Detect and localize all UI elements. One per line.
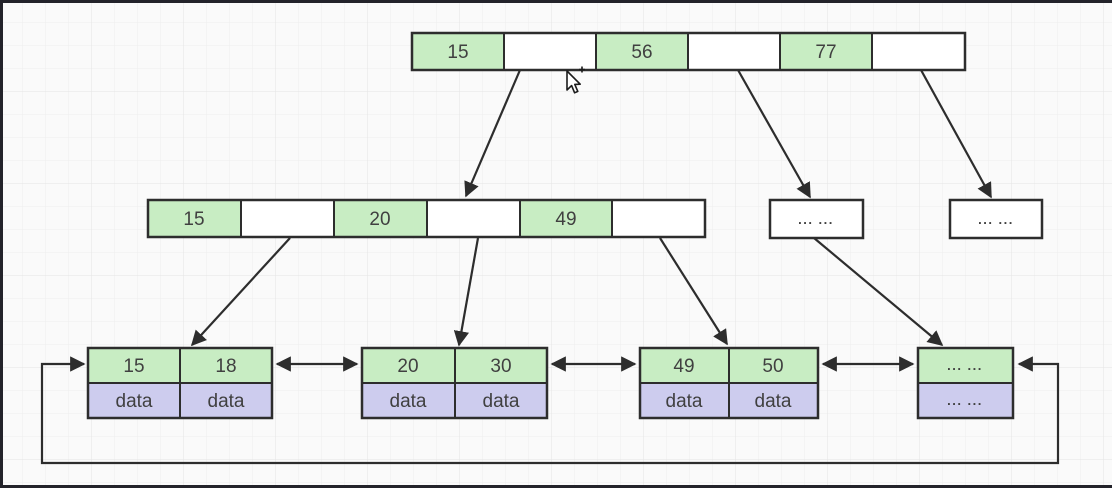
leaf-key-cell — [361, 347, 456, 384]
leaf-node-outline — [360, 346, 549, 420]
leaf-data-cell — [179, 382, 273, 419]
internal-key: 15 — [183, 209, 204, 230]
root-cell — [871, 32, 966, 71]
mouse-cursor-icon — [566, 66, 585, 94]
leaf-key: ... ... — [947, 358, 983, 373]
leaf-key: 30 — [490, 356, 511, 377]
more-node-box — [948, 198, 1044, 240]
leaf-key: 18 — [215, 356, 236, 377]
root-key: 56 — [631, 42, 652, 63]
leaf-data: data — [666, 391, 703, 412]
leaf-data: data — [390, 391, 427, 412]
leaf-key-cell — [87, 347, 181, 384]
leaf-key: 50 — [762, 356, 783, 377]
internal-cell — [426, 199, 521, 238]
internal-cell — [240, 199, 335, 238]
leaf-data: data — [483, 391, 520, 412]
root-cell — [687, 32, 781, 71]
leaf-circular-link[interactable] — [40, 356, 1060, 465]
root-cell — [503, 32, 597, 71]
more-node-label: ... ... — [978, 212, 1014, 227]
leaf-node-outline — [638, 346, 820, 420]
arrow-root-to-more-1[interactable] — [737, 69, 811, 199]
internal-key: 20 — [369, 209, 390, 230]
leaf-key: 49 — [673, 356, 694, 377]
arrow-more-to-leaf-4[interactable] — [813, 237, 944, 346]
internal-more-node-2[interactable]: ... ... — [948, 198, 1044, 240]
leaf-key-cell — [179, 347, 273, 384]
root-key: 77 — [815, 42, 836, 63]
leaf-data: data — [116, 391, 153, 412]
more-node-box — [768, 198, 865, 240]
arrow-internal-to-leaf-1[interactable] — [190, 237, 291, 347]
frame-edge-bottom — [0, 485, 1112, 488]
leaf-node-outline — [86, 346, 274, 420]
leaf-data: ... ... — [947, 393, 983, 408]
leaf-node-1[interactable]: 15 18 data data — [86, 346, 274, 420]
leaf-key: 15 — [123, 356, 144, 377]
internal-key: 49 — [555, 209, 576, 230]
arrow-root-to-internal[interactable] — [464, 69, 522, 198]
leaf-node-4[interactable]: ... ... ... ... — [916, 346, 1015, 420]
frame-edge-top — [0, 0, 1112, 3]
arrow-internal-to-leaf-2[interactable] — [453, 237, 480, 347]
internal-node[interactable]: 15 20 49 — [146, 198, 707, 239]
leaf-data: data — [755, 391, 792, 412]
leaf-node-outline — [916, 346, 1015, 420]
internal-more-node-1[interactable]: ... ... — [768, 198, 865, 240]
leaf-data: data — [208, 391, 245, 412]
leaf-key: 20 — [397, 356, 418, 377]
internal-node-outline — [146, 198, 707, 239]
more-node-label: ... ... — [798, 212, 834, 227]
root-node[interactable]: 15 56 77 — [410, 31, 967, 72]
leaf-node-3[interactable]: 49 50 data data — [638, 346, 820, 420]
arrow-root-to-more-2[interactable] — [920, 69, 992, 199]
internal-cell — [611, 199, 706, 238]
internal-cell — [333, 199, 428, 238]
leaf-key-cell — [454, 347, 548, 384]
frame-edge-left — [0, 0, 3, 488]
root-key: 15 — [447, 42, 468, 63]
arrow-internal-to-leaf-3[interactable] — [659, 237, 728, 346]
leaf-data-cell — [917, 382, 1014, 419]
leaf-node-2[interactable]: 20 30 data data — [360, 346, 549, 420]
root-node-outline — [410, 31, 967, 72]
